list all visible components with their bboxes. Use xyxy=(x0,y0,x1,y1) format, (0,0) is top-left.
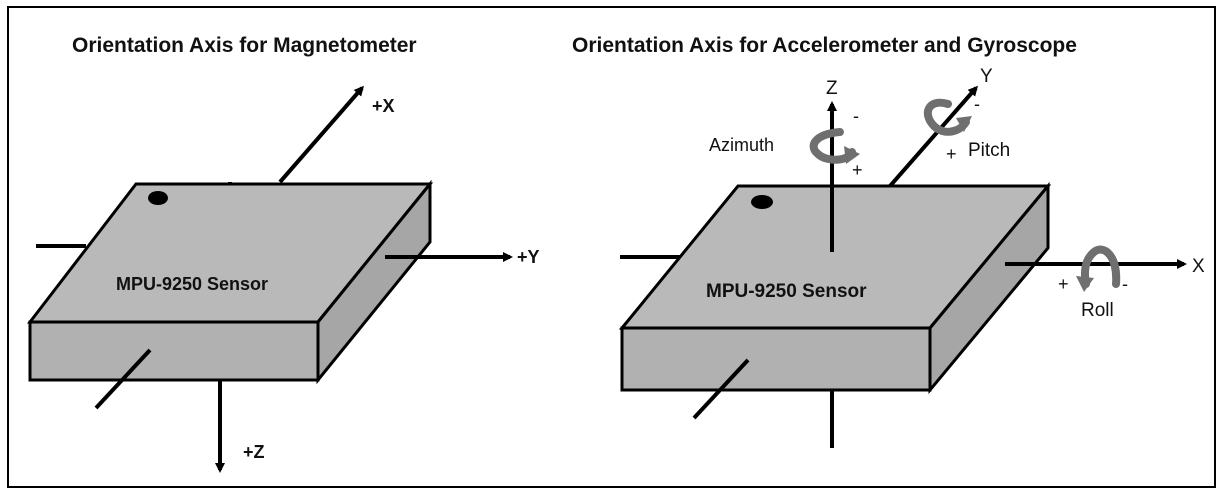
azimuth-plus: + xyxy=(852,160,863,180)
left-axis-x xyxy=(278,85,364,184)
roll-label: Roll xyxy=(1081,300,1114,321)
right-axis-y-label: Y xyxy=(980,66,993,87)
roll-minus: - xyxy=(1122,274,1128,294)
right-axis-z-label: Z xyxy=(826,78,838,99)
magnetometer-title: Orientation Axis for Magnetometer xyxy=(72,34,417,57)
pitch-label: Pitch xyxy=(968,140,1010,161)
accel-gyro-panel: Orientation Axis for Accelerometer and G… xyxy=(572,34,1205,448)
azimuth-minus: - xyxy=(853,106,859,126)
left-box-side xyxy=(316,179,432,385)
left-axis-x-label: +X xyxy=(372,96,395,116)
azimuth-rotation-arrow xyxy=(809,128,860,164)
right-pin1-marker xyxy=(751,195,773,209)
right-box-front xyxy=(620,326,932,392)
left-pin1-marker xyxy=(148,191,168,205)
right-sensor-label: MPU-9250 Sensor xyxy=(706,281,867,302)
left-axis-front-stub xyxy=(94,348,152,410)
right-axis-x-label: X xyxy=(1192,256,1205,277)
roll-rotation-arrow xyxy=(1076,245,1121,292)
pitch-minus: - xyxy=(974,94,980,114)
left-axis-y-label: +Y xyxy=(517,247,540,267)
azimuth-label: Azimuth xyxy=(709,135,774,155)
left-axis-z-label: +Z xyxy=(243,442,265,462)
magnetometer-panel: Orientation Axis for Magnetometer MPU-92… xyxy=(26,34,540,473)
roll-plus: + xyxy=(1058,274,1069,294)
pitch-plus: + xyxy=(946,144,957,164)
right-axis-front-stub xyxy=(692,358,750,420)
pitch-rotation-arrow xyxy=(923,98,972,136)
left-sensor-label: MPU-9250 Sensor xyxy=(116,274,268,294)
left-box-front xyxy=(28,320,320,382)
right-axis-y xyxy=(888,85,978,188)
accel-gyro-title: Orientation Axis for Accelerometer and G… xyxy=(572,34,1077,57)
right-box-side xyxy=(928,181,1050,395)
